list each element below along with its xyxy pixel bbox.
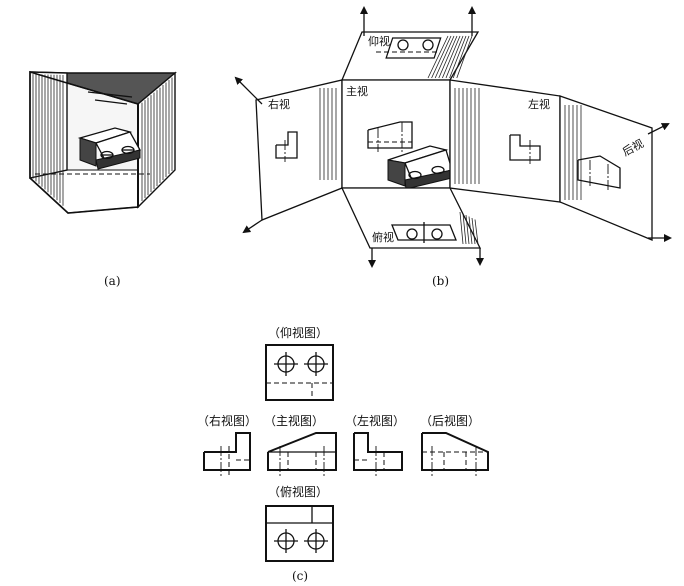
arrow-right-top [647, 123, 670, 135]
part-isometric-b [387, 145, 453, 190]
arrow-left [234, 76, 263, 105]
title-front-view: （主视图） [264, 413, 324, 428]
label-left-view-flap: 左视 [528, 97, 550, 111]
panel-a-projection-box [29, 70, 177, 214]
part-isometric-a [77, 127, 141, 170]
label-top-view-flap: 俯视 [372, 230, 394, 244]
view-rear [421, 432, 489, 476]
panel-label-b: (b) [432, 274, 449, 288]
left-face-hatching [32, 74, 64, 206]
view-right [203, 432, 251, 476]
panel-label-a: (a) [104, 274, 121, 288]
view-top [265, 505, 334, 562]
title-top-view: （俯视图） [268, 484, 328, 499]
bottom-flap-hatching [459, 211, 479, 245]
label-front-view-panel: 主视 [346, 84, 368, 98]
arrow-bottom-left [242, 219, 263, 234]
panel-label-c: (c) [292, 569, 308, 583]
title-left-view: （左视图） [345, 413, 405, 428]
view-front [267, 432, 337, 476]
title-bottom-view: （仰视图） [268, 325, 328, 340]
label-right-view-flap: 右视 [268, 97, 290, 111]
view-left [353, 432, 403, 476]
panel-b-unfolded-views: 仰视 右视 主视 左视 [234, 6, 672, 268]
title-rear-view: （后视图） [420, 413, 480, 428]
far-flap-hatching [564, 105, 582, 200]
view-bottom [265, 344, 334, 401]
label-bottom-view-flap: 仰视 [368, 34, 390, 48]
top-flap-hatching [427, 35, 473, 79]
right-face-hatching [141, 77, 173, 201]
left-flap-hatching [319, 88, 337, 180]
right-flap-hatching [454, 88, 480, 184]
panel-c-orthographic-views: （仰视图） （右视图） （主视图） [197, 325, 489, 583]
title-right-view: （右视图） [197, 413, 257, 428]
